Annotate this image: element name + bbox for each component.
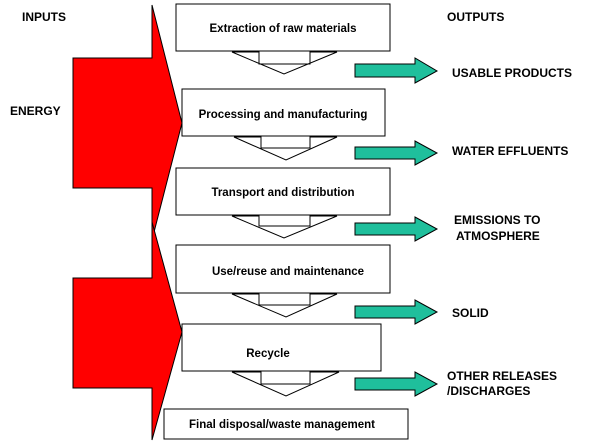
output-label-water-effluents: WATER EFFLUENTS xyxy=(452,144,568,158)
flow-arrow-2 xyxy=(233,136,338,161)
output-arrow-1 xyxy=(354,57,439,84)
stage-label-recycle: Recycle xyxy=(246,348,289,360)
output-label-emissions-line2: ATMOSPHERE xyxy=(456,229,540,243)
flow-arrow-1 xyxy=(231,51,338,75)
output-label-emissions-line1: EMISSIONS TO xyxy=(454,213,540,227)
flow-arrow-3 xyxy=(231,215,338,239)
flow-arrow-5 xyxy=(231,371,340,397)
output-arrow-5 xyxy=(354,371,439,397)
stage-label-disposal: Final disposal/waste management xyxy=(189,419,375,431)
energy-input-arrow-lower xyxy=(72,221,183,441)
flow-arrow-4 xyxy=(231,293,338,318)
output-arrow-2 xyxy=(354,140,439,166)
output-label-other-releases-line2: /DISCHARGES xyxy=(447,384,530,398)
output-label-other-releases-line1: OTHER RELEASES xyxy=(447,369,557,383)
output-arrow-4 xyxy=(354,299,439,325)
stage-box-processing xyxy=(181,88,386,137)
stage-box-recycle xyxy=(181,323,382,372)
stage-box-transport xyxy=(175,167,391,216)
energy-label: ENERGY xyxy=(10,104,61,118)
stage-label-use: Use/reuse and maintenance xyxy=(212,266,364,278)
output-label-solid: SOLID xyxy=(452,306,489,320)
output-label-usable-products: USABLE PRODUCTS xyxy=(452,66,572,80)
stage-label-extraction: Extraction of raw materials xyxy=(210,23,357,35)
output-arrow-3 xyxy=(354,216,439,242)
stage-box-disposal xyxy=(163,408,409,440)
energy-input-arrow-upper xyxy=(72,4,183,241)
stage-box-extraction xyxy=(175,3,391,52)
stage-box-use xyxy=(175,244,391,294)
inputs-header: INPUTS xyxy=(22,10,66,24)
outputs-header: OUTPUTS xyxy=(447,10,504,24)
stage-label-processing: Processing and manufacturing xyxy=(199,109,368,121)
stage-label-transport: Transport and distribution xyxy=(211,187,354,199)
